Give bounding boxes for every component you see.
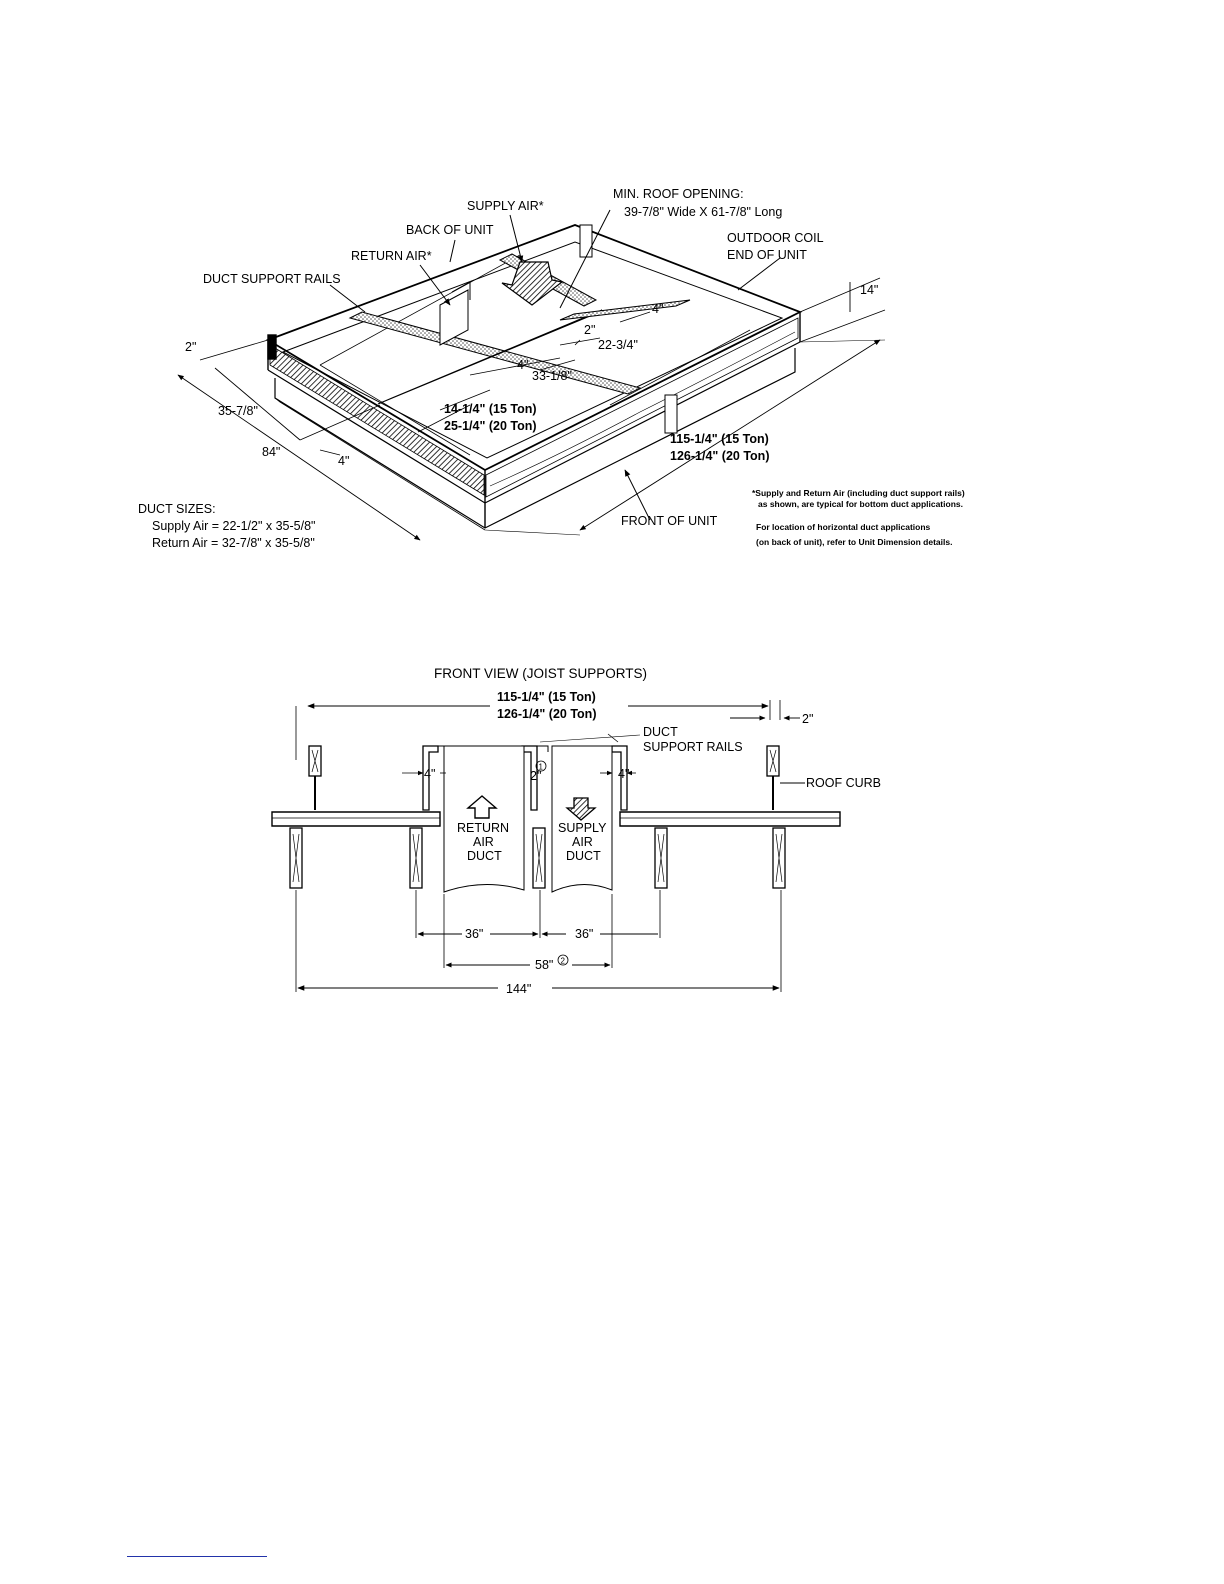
dim-4-right: 4" — [652, 302, 663, 316]
dim-4-mid: 4" — [517, 358, 528, 372]
dim-14: 14" — [860, 283, 878, 297]
front-view — [271, 700, 841, 992]
dim-33-1-8: 33-1/8" — [532, 369, 572, 383]
label-outdoor-coil: OUTDOOR COIL — [727, 231, 824, 245]
return-label-1: RETURN — [457, 821, 509, 835]
label-duct-return: Return Air = 32-7/8" x 35-5/8" — [152, 536, 315, 550]
label-end-of-unit: END OF UNIT — [727, 248, 807, 262]
label-min-roof-opening-dims: 39-7/8" Wide X 61-7/8" Long — [624, 205, 782, 219]
supply-air-arrow — [501, 261, 564, 306]
note-mark-1: 1 — [539, 763, 544, 772]
label-return-air: RETURN AIR* — [351, 249, 432, 263]
front-dim-144: 144" — [506, 982, 531, 996]
label-duct-support-rails: DUCT SUPPORT RAILS — [203, 272, 341, 286]
joist-5 — [772, 827, 786, 889]
front-dim-2-right: 2" — [802, 712, 813, 726]
return-label-3: DUCT — [467, 849, 502, 863]
joist-1 — [289, 827, 303, 889]
note-2b: (on back of unit), refer to Unit Dimensi… — [756, 537, 952, 547]
dim-35-7-8: 35-7/8" — [218, 404, 258, 418]
dim-4-bottom: 4" — [338, 454, 349, 468]
rail-long-3 — [559, 299, 691, 321]
note-mark-2: 2 — [561, 957, 566, 966]
dim-84: 84" — [262, 445, 280, 459]
dim-22-3-4: 22-3/4" — [598, 338, 638, 352]
front-dim-4-left: 4" — [424, 767, 435, 781]
front-dim-36-right: 36" — [575, 927, 593, 941]
isometric-view — [177, 209, 886, 541]
label-min-roof-opening: MIN. ROOF OPENING: — [613, 187, 744, 201]
note-1b: as shown, are typical for bottom duct ap… — [758, 499, 963, 509]
dim-25-1-4: 25-1/4" (20 Ton) — [444, 419, 537, 433]
joist-4 — [654, 827, 668, 889]
label-support-rails: SUPPORT RAILS — [643, 740, 743, 754]
label-supply-air: SUPPLY AIR* — [467, 199, 544, 213]
footnote-rule — [127, 1556, 267, 1557]
return-label-2: AIR — [473, 835, 494, 849]
return-air-arrow — [466, 795, 498, 819]
dim-126-1-4: 126-1/4" (20 Ton) — [670, 449, 769, 463]
front-dim-126-1-4: 126-1/4" (20 Ton) — [497, 707, 596, 721]
supply-air-arrow-front — [565, 797, 597, 821]
front-dim-115-1-4: 115-1/4" (15 Ton) — [497, 690, 596, 704]
dim-115-1-4: 115-1/4" (15 Ton) — [670, 432, 769, 446]
joist-2 — [409, 827, 423, 889]
label-duct-supply: Supply Air = 22-1/2" x 35-5/8" — [152, 519, 315, 533]
note-1a: *Supply and Return Air (including duct s… — [752, 488, 965, 498]
dim-14-1-4: 14-1/4" (15 Ton) — [444, 402, 537, 416]
front-dim-36-left: 36" — [465, 927, 483, 941]
note-2a: For location of horizontal duct applicat… — [756, 522, 931, 532]
front-dim-58: 58" — [535, 958, 553, 972]
front-dim-2-center: 2" — [530, 769, 541, 783]
supply-label-3: DUCT — [566, 849, 601, 863]
dim-2-left: 2" — [185, 340, 196, 354]
rail-long-1 — [348, 311, 642, 395]
rail-long-2 — [377, 309, 603, 405]
label-back-of-unit: BACK OF UNIT — [406, 223, 494, 237]
joist-3 — [532, 827, 546, 889]
label-duct: DUCT — [643, 725, 678, 739]
label-roof-curb: ROOF CURB — [806, 776, 881, 790]
supply-label-1: SUPPLY — [558, 821, 607, 835]
label-front-of-unit: FRONT OF UNIT — [621, 514, 718, 528]
front-view-title: FRONT VIEW (JOIST SUPPORTS) — [434, 666, 647, 681]
dim-2-center: 2" — [584, 323, 595, 337]
label-duct-sizes: DUCT SIZES: — [138, 502, 216, 516]
front-dim-4-right: 4" — [618, 767, 629, 781]
supply-label-2: AIR — [572, 835, 593, 849]
